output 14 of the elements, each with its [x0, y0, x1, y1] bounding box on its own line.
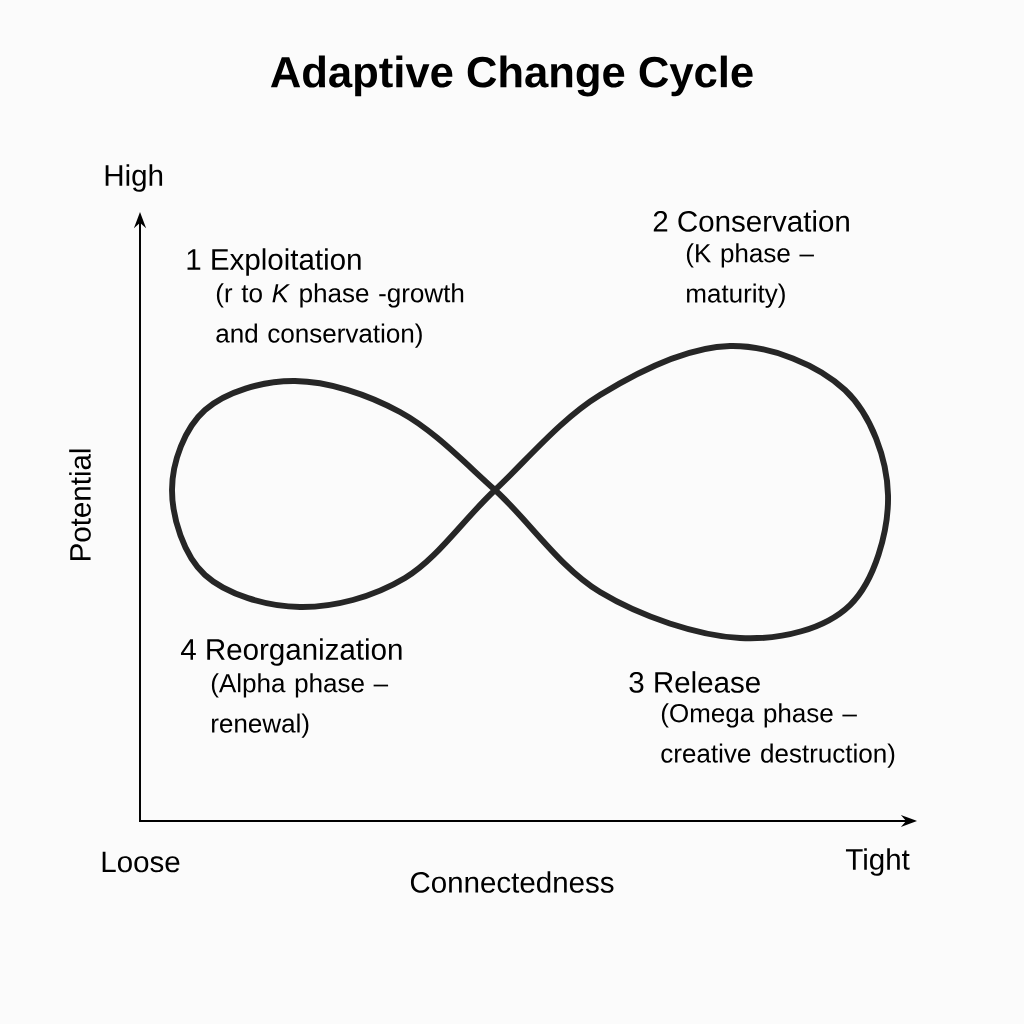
axis-label: Potential [69, 449, 91, 561]
phase-heading: 4 Reorganization [180, 638, 402, 666]
axis-label: High [105, 164, 163, 192]
axis-label: Loose [102, 851, 180, 873]
phase-description: (K phase – maturity) [686, 243, 814, 308]
title: Adaptive Change Cycle [270, 55, 753, 97]
phase-description: (Alpha phase – renewal) [211, 673, 389, 738]
phase-description: (r to K phase -growth and conservation) [216, 283, 464, 348]
axis-label: Connectedness [410, 871, 614, 893]
phase-heading: 1 Exploitation [187, 248, 361, 276]
axis-label: Tight [845, 848, 910, 876]
phase-description: (Omega phase – creative destruction) [661, 703, 895, 768]
phase-heading: 2 Conservation [653, 210, 849, 232]
phase-heading: 3 Release [629, 671, 760, 693]
